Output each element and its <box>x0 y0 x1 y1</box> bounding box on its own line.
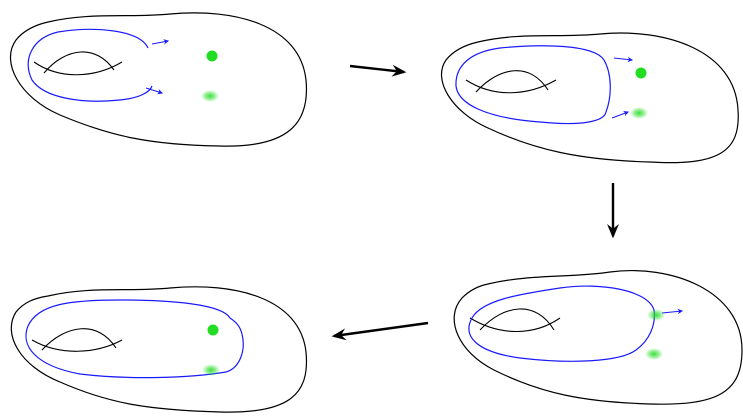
green-point-solid <box>635 67 647 79</box>
surface-outline <box>453 270 743 405</box>
panel-1 <box>10 12 308 147</box>
blue-arrow-upper <box>613 56 634 63</box>
blue-loop <box>455 45 611 125</box>
blue-loop <box>27 28 153 102</box>
blue-arrow-lower <box>611 110 630 119</box>
blue-loop <box>468 285 655 362</box>
green-point-blurred-on-loop <box>202 364 220 376</box>
blue-arrow-upper <box>151 39 170 45</box>
handle <box>465 70 557 94</box>
surface-outline <box>441 32 739 164</box>
panel-3 <box>453 270 743 405</box>
handle <box>469 308 561 332</box>
panel-2 <box>441 32 739 164</box>
blue-loop <box>25 299 244 379</box>
surface-outline <box>10 12 308 147</box>
step-arrow-right <box>349 64 407 77</box>
blue-arrow-lower <box>145 87 164 95</box>
handle <box>31 328 123 352</box>
handle <box>33 51 123 76</box>
green-point-blurred <box>630 107 648 119</box>
blue-arrow <box>661 308 684 315</box>
green-point-blurred <box>645 348 663 360</box>
green-point-solid <box>206 50 218 62</box>
panel-4 <box>10 286 308 413</box>
green-point-blurred-on-loop <box>647 309 665 321</box>
step-arrow-left <box>331 321 429 341</box>
green-point-blurred <box>201 90 219 102</box>
surface-outline <box>10 286 308 413</box>
green-point-solid <box>207 324 219 336</box>
